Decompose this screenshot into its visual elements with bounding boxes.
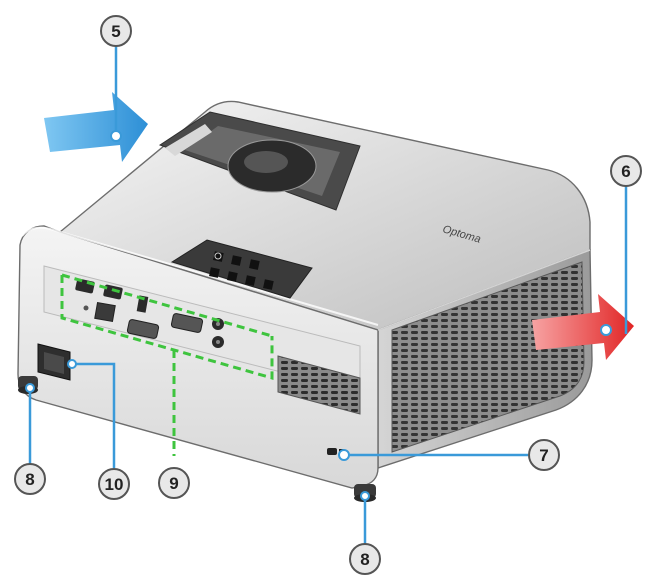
callout-anchor-dots (25, 130, 612, 501)
callout-5: 5 (100, 15, 132, 47)
callout-10: 10 (98, 468, 130, 500)
front-vent-grille (277, 355, 361, 415)
intake-airflow-arrow (44, 92, 148, 162)
side-vent-grille (391, 261, 585, 453)
svg-text:6: 6 (621, 162, 630, 181)
projector-body: Optoma (17, 100, 593, 502)
exhaust-airflow-arrow (532, 294, 634, 360)
callout-7: 7 (528, 439, 560, 471)
callout-lines (28, 46, 628, 544)
callout-8-right: 8 (349, 543, 381, 575)
svg-text:5: 5 (111, 22, 120, 41)
svg-text:7: 7 (539, 446, 548, 465)
callout-9: 9 (158, 467, 190, 499)
control-keypad (170, 239, 313, 299)
svg-text:10: 10 (105, 475, 124, 494)
power-inlet (37, 343, 71, 381)
io-outline (60, 273, 274, 456)
power-button-icon (214, 252, 222, 260)
svg-text:9: 9 (169, 474, 178, 493)
svg-text:8: 8 (360, 550, 369, 569)
callout-6: 6 (610, 155, 642, 187)
svg-text:8: 8 (25, 470, 34, 489)
callout-8-left: 8 (14, 463, 46, 495)
top-surface (58, 100, 591, 331)
